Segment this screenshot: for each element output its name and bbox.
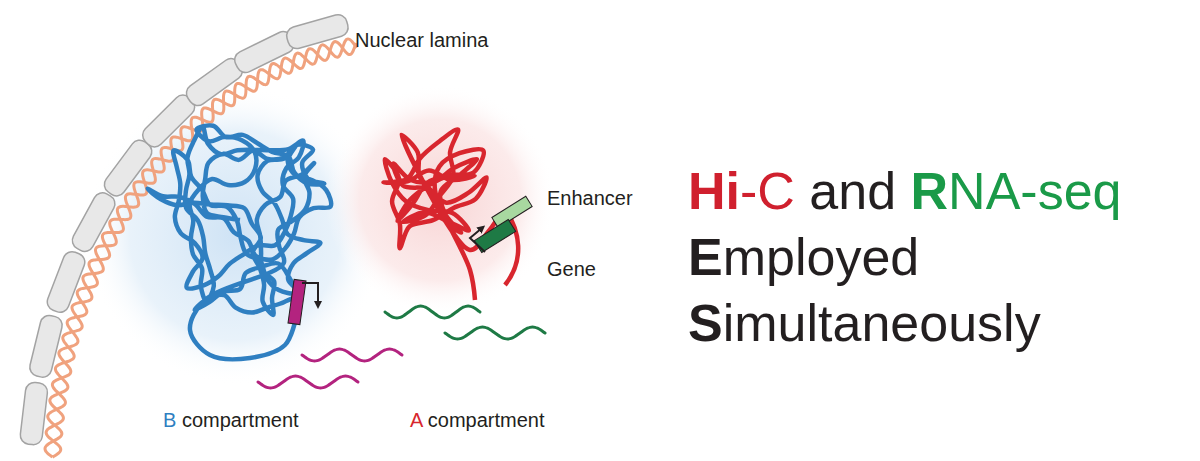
lamina-segment bbox=[19, 382, 48, 446]
nuclear-lamina bbox=[19, 13, 350, 446]
tss-arrow bbox=[302, 283, 318, 305]
dna-strand bbox=[46, 39, 357, 457]
rna-transcript bbox=[258, 376, 358, 388]
genes bbox=[288, 196, 532, 324]
lamina-segment bbox=[45, 249, 88, 315]
rna-transcripts bbox=[258, 306, 545, 388]
rna-transcript bbox=[385, 306, 480, 318]
tss-arrow bbox=[470, 228, 485, 252]
lamina-segment bbox=[28, 314, 64, 379]
rna-transcript bbox=[445, 327, 545, 339]
compartment-label: A compartment bbox=[410, 408, 545, 432]
dna-helix bbox=[45, 39, 357, 457]
a-chromatin-fiber bbox=[383, 129, 498, 300]
enhancer-label: Enhancer bbox=[547, 186, 633, 210]
b-gene bbox=[288, 279, 306, 324]
rna-transcript bbox=[302, 349, 402, 361]
title: Hi-C and RNA-seq Employed Simultaneously bbox=[688, 158, 1188, 356]
b-chromatin bbox=[148, 125, 332, 359]
dna-strand bbox=[45, 42, 356, 457]
lamina-label: Nuclear lamina bbox=[355, 28, 488, 52]
enhancer-element bbox=[492, 196, 532, 227]
gene-label: Gene bbox=[547, 257, 596, 281]
a-glow bbox=[325, 85, 555, 315]
b-chromatin-fiber bbox=[148, 125, 332, 359]
compartment-label: B compartment bbox=[163, 408, 299, 432]
